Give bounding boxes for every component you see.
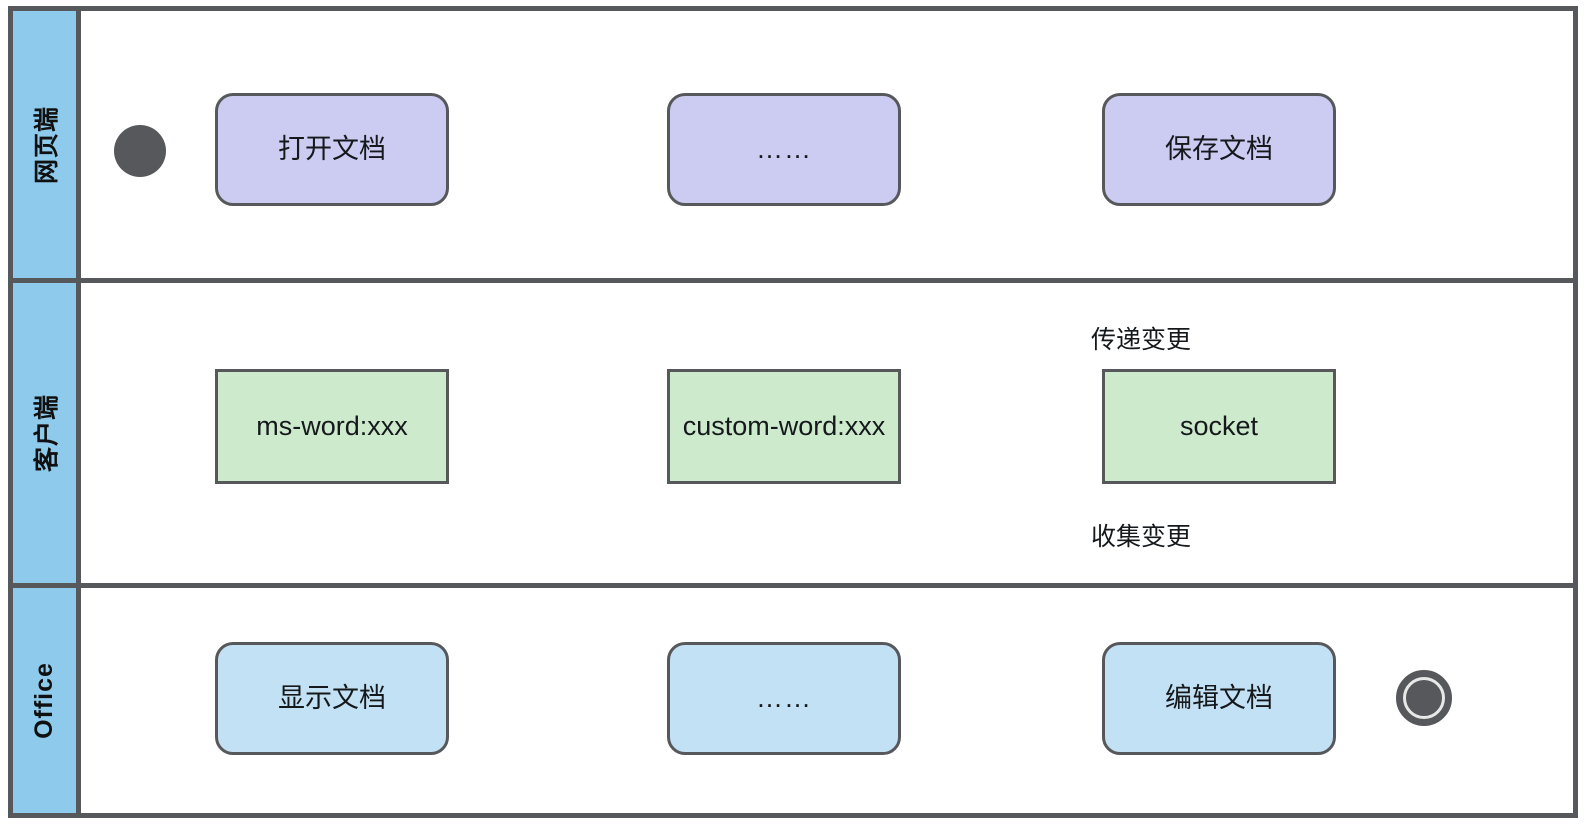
node-edit-doc[interactable]: 编辑文档 xyxy=(1102,642,1336,755)
node-web-ellipsis[interactable]: …… xyxy=(667,93,901,206)
lane-header-office[interactable]: Office xyxy=(13,588,81,813)
edge-label-socket-to-save: 传递变更 xyxy=(1091,326,1192,354)
node-label-socket: socket xyxy=(1179,411,1259,442)
lane-label-web: 网页端 xyxy=(32,105,61,184)
node-label-ms-word: ms-word:xxx xyxy=(256,411,408,442)
lane-label-office: Office xyxy=(30,662,59,739)
lane-client: 客户端 xyxy=(13,278,1573,583)
lane-header-client[interactable]: 客户端 xyxy=(13,283,81,583)
node-office-ellipsis[interactable]: …… xyxy=(667,642,901,755)
node-label-web-ellipsis: …… xyxy=(756,134,812,165)
edge-label-edit-to-socket: 收集变更 xyxy=(1091,523,1192,551)
node-label-show-doc: 显示文档 xyxy=(278,683,386,714)
start-node[interactable] xyxy=(114,125,166,177)
lane-web: 网页端 xyxy=(13,11,1573,278)
node-label-open-doc: 打开文档 xyxy=(278,134,386,165)
lane-label-client: 客户端 xyxy=(32,393,61,473)
node-label-custom-word: custom-word:xxx xyxy=(682,411,886,442)
lane-office: Office xyxy=(13,583,1573,813)
node-ms-word[interactable]: ms-word:xxx xyxy=(215,369,449,484)
lane-header-web[interactable]: 网页端 xyxy=(13,11,81,278)
node-open-doc[interactable]: 打开文档 xyxy=(215,93,449,206)
node-label-edit-doc: 编辑文档 xyxy=(1165,683,1273,714)
node-socket[interactable]: socket xyxy=(1102,369,1336,484)
node-show-doc[interactable]: 显示文档 xyxy=(215,642,449,755)
node-label-save-doc: 保存文档 xyxy=(1165,134,1273,165)
end-node[interactable] xyxy=(1396,670,1452,726)
node-save-doc[interactable]: 保存文档 xyxy=(1102,93,1336,206)
node-custom-word[interactable]: custom-word:xxx xyxy=(667,369,901,484)
node-label-office-ellipsis: …… xyxy=(756,683,812,714)
